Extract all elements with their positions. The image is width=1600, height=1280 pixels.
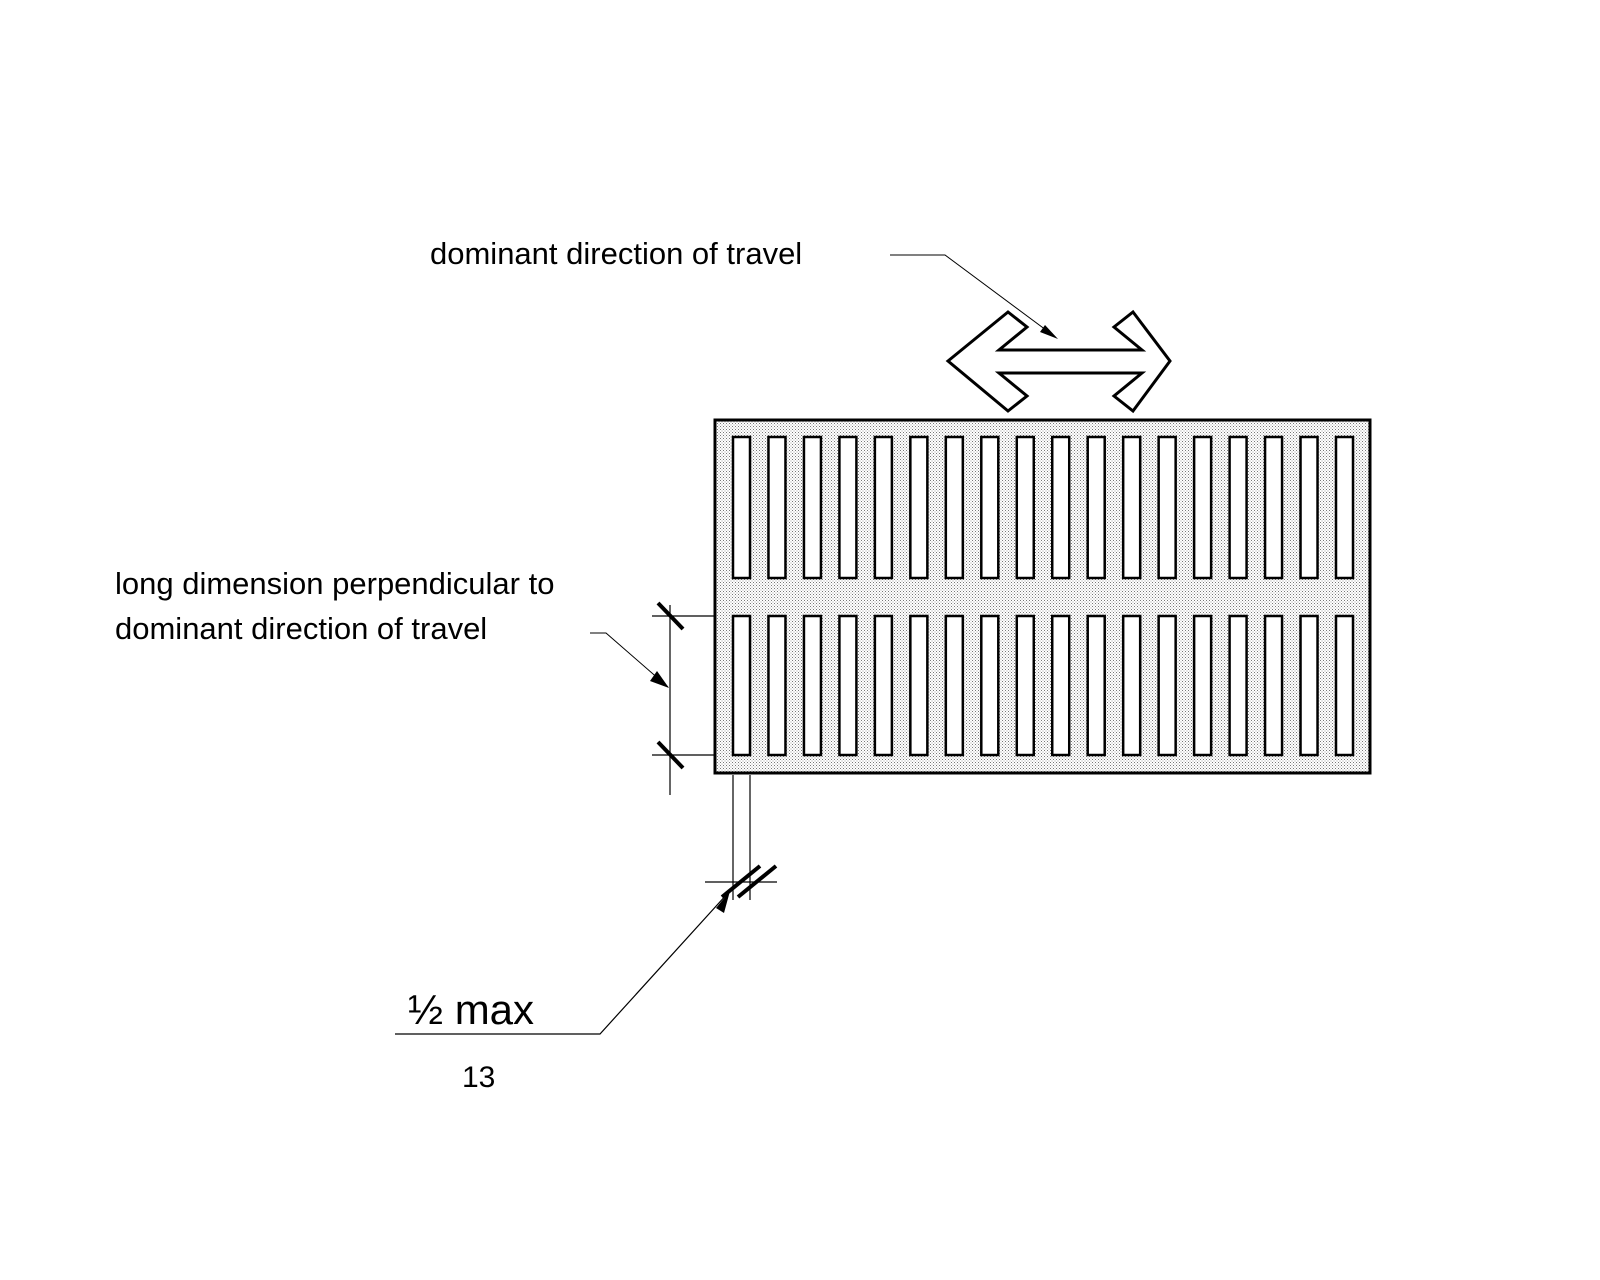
opening-width-dimension [395,775,778,1035]
width-arrowhead-icon [716,891,730,913]
grate-opening [1050,614,1071,757]
grate-opening [1263,614,1284,757]
grate-opening [1086,614,1106,757]
grate-opening [731,614,752,757]
opening-max-label: ½ max [408,986,534,1033]
travel-leader-line [890,254,1051,334]
grate-opening [1299,614,1319,757]
grate-opening [1334,435,1355,580]
travel-direction-label: dominant direction of travel [430,236,802,271]
perpendicular-label-line2: dominant direction of travel [115,611,487,646]
grate-opening [944,435,965,580]
grate-opening [1228,435,1248,580]
grate-opening [1334,614,1355,757]
grate-opening [838,614,858,757]
grate-opening [909,614,929,757]
grate-opening [1228,614,1248,757]
grate-opening [802,614,823,757]
grate-opening [1086,435,1106,580]
perpendicular-label-line1: long dimension perpendicular to [115,566,554,601]
dimension-arrowhead-icon [650,671,669,688]
grate-opening [802,435,823,580]
grate-opening [1299,435,1319,580]
grate-opening [767,435,787,580]
grate-opening [1121,614,1142,757]
grate-openings [731,435,1355,757]
grate-opening [1157,614,1177,757]
grate-opening [731,435,752,580]
grate-opening [1121,435,1142,580]
leader-arrowhead-icon [1040,325,1058,339]
grate-opening [873,614,894,757]
grate-opening [1050,435,1071,580]
grate-opening [1192,614,1213,757]
grate-opening [873,435,894,580]
opening-length-dimension [590,601,715,795]
grate-opening [767,614,787,757]
grate-opening [838,435,858,580]
opening-metric-label: 13 [462,1061,495,1094]
grate-opening [1157,435,1177,580]
grate-opening [1015,435,1036,580]
grate-opening [1015,614,1036,757]
grate-opening [909,435,929,580]
grate-opening [980,614,1000,757]
grate-opening [980,435,1000,580]
grate-opening [1192,435,1213,580]
grate-opening [1263,435,1284,580]
grate-body [713,418,1372,775]
grate-opening [944,614,965,757]
double-arrow-icon [945,309,1172,414]
